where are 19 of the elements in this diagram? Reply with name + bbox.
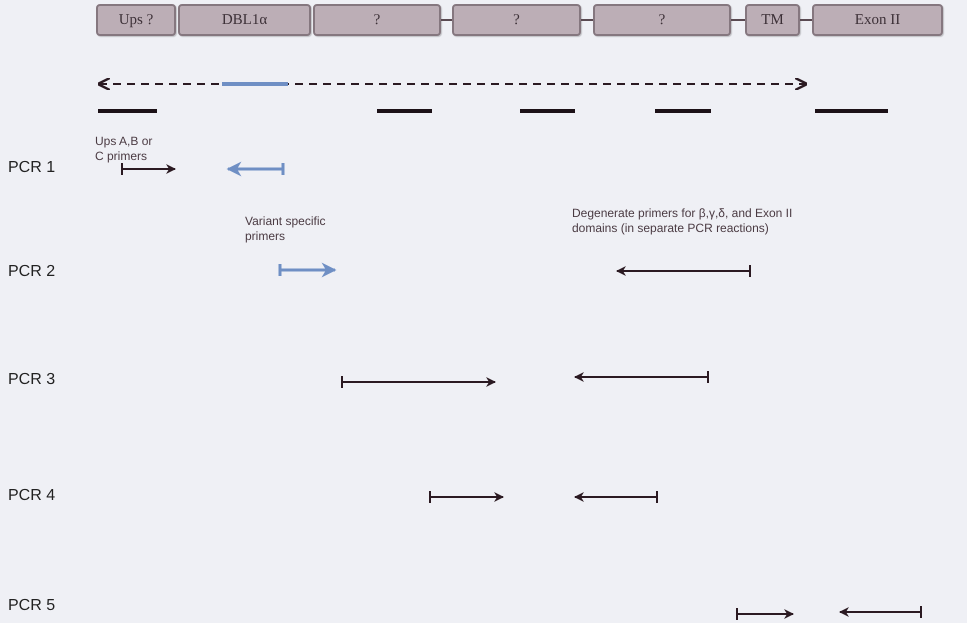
domain-box: Ups ?: [96, 4, 176, 36]
row-label: PCR 2: [8, 264, 56, 279]
connector-line: [441, 19, 452, 21]
connector-line: [800, 19, 812, 21]
domain-box: ?: [313, 4, 441, 36]
row-label: PCR 3: [8, 372, 56, 387]
domain-box: TM: [745, 4, 800, 36]
annotation-text: Ups A,B or C primers: [95, 134, 154, 164]
connector-line: [581, 19, 593, 21]
row-label: PCR 4: [8, 488, 56, 503]
domain-box: ?: [452, 4, 581, 36]
annotation-text: Variant specific primers: [245, 214, 326, 244]
domain-box: Exon II: [812, 4, 943, 36]
connector-line: [731, 19, 745, 21]
domain-box: ?: [593, 4, 731, 36]
row-label: PCR 5: [8, 598, 56, 613]
annotation-text: Degenerate primers for β,γ,δ, and Exon II domains (in separate PCR reactions): [572, 206, 794, 236]
domain-box: DBL1α: [178, 4, 311, 36]
row-label: PCR 1: [8, 160, 56, 175]
